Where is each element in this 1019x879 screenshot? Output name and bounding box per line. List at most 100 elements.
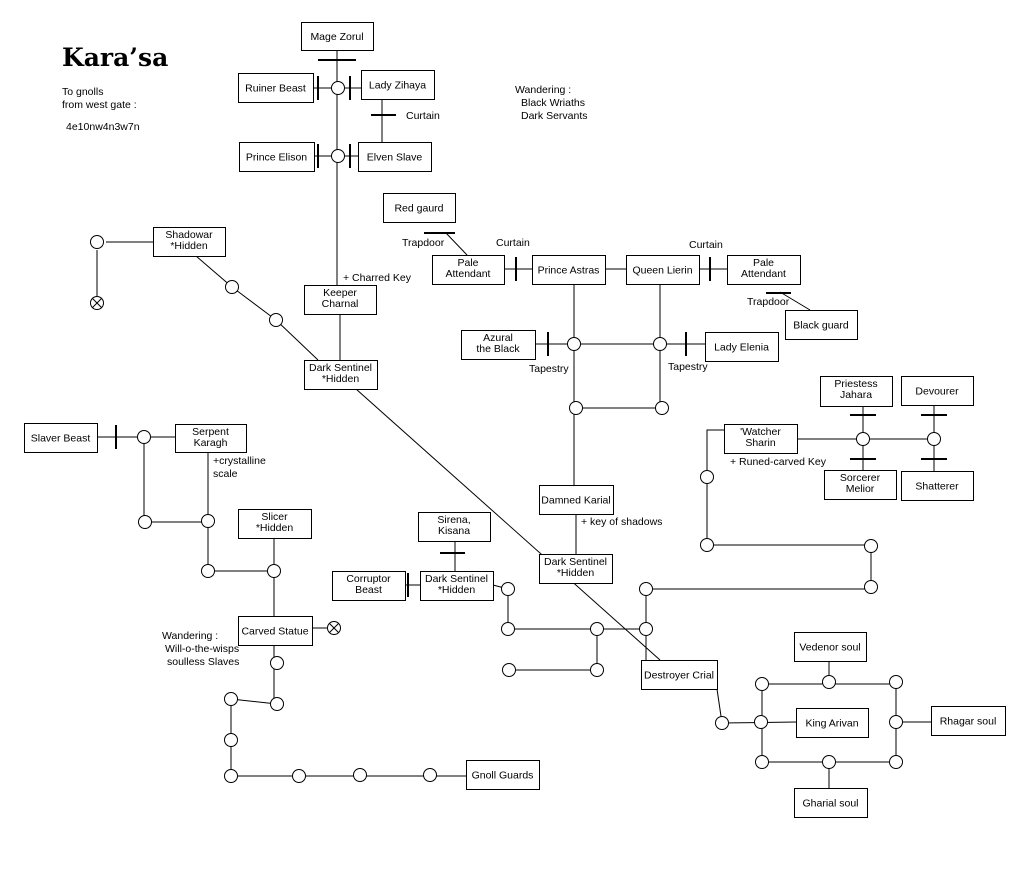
room-slaver-beast[interactable]: Slaver Beast — [24, 423, 98, 453]
note-crystalline-1: +crystalline — [213, 455, 266, 467]
room-red-gaurd[interactable]: Red gaurd — [383, 193, 456, 223]
junction-31 — [224, 769, 238, 783]
connection-9 — [275, 319, 319, 361]
map-junctions — [90, 81, 941, 783]
room-gnoll-guards[interactable]: Gnoll Guards — [466, 760, 540, 790]
room-box — [641, 660, 718, 690]
room-sirena-kisana[interactable]: Sirena,Kisana — [418, 512, 491, 542]
room-shatterer[interactable]: Shatterer — [901, 471, 974, 501]
junction-40 — [755, 755, 769, 769]
map-doors — [115, 59, 947, 597]
note-note-gnolls-2: from west gate : — [62, 99, 137, 111]
room-ruiner-beast[interactable]: Ruiner Beast — [238, 73, 314, 103]
room-damned-karial[interactable]: Damned Karial — [539, 485, 614, 515]
room-label: the Black — [476, 343, 520, 355]
junction-41 — [822, 755, 836, 769]
room-mage-zorul[interactable]: Mage Zorul — [301, 22, 374, 51]
room-destroyer-crial[interactable]: Destroyer Crial — [641, 660, 718, 690]
note-wandering-2-b: soulless Slaves — [167, 656, 239, 668]
room-box — [785, 310, 858, 340]
junction-22 — [501, 622, 515, 636]
room-box — [931, 706, 1006, 736]
room-label: Karagh — [194, 437, 228, 449]
junction-36 — [822, 675, 836, 689]
room-label: Keeper — [323, 287, 357, 299]
room-label: Azural — [483, 332, 513, 344]
junction-1 — [331, 149, 345, 163]
junction-43 — [715, 716, 729, 730]
room-prince-elison[interactable]: Prince Elison — [239, 142, 315, 172]
room-label: *Hidden — [438, 584, 476, 596]
junction-24 — [639, 622, 653, 636]
room-label: Sharin — [745, 437, 776, 449]
room-box — [724, 424, 798, 454]
room-label: Carved Statue — [241, 626, 308, 638]
room-lady-elenia[interactable]: Lady Elenia — [705, 332, 779, 362]
junction-23 — [590, 622, 604, 636]
room-label: Vedenor soul — [799, 642, 860, 654]
room-label: Red gaurd — [394, 203, 443, 215]
junction-14 — [856, 432, 870, 446]
note-wandering-1-a: Black Wriaths — [521, 97, 585, 109]
connection-27 — [230, 698, 278, 705]
junction-37 — [889, 675, 903, 689]
room-box — [418, 512, 491, 542]
junction-38 — [754, 715, 768, 729]
connection-47 — [706, 429, 724, 477]
room-box — [794, 788, 868, 818]
room-label: Charnal — [322, 298, 359, 310]
room-vedenor-soul[interactable]: Vedenor soul — [794, 632, 867, 662]
room-label: Slicer — [261, 511, 288, 523]
note-runed-key: + Runed-carved Key — [730, 456, 827, 468]
room-label: Gharial soul — [802, 798, 858, 810]
note-curtain-zihaya: Curtain — [406, 110, 440, 122]
room-box — [824, 470, 897, 500]
room-label: Queen Lierin — [632, 265, 692, 277]
room-label: *Hidden — [557, 567, 595, 579]
room-carved-statue[interactable]: Carved Statue — [238, 616, 313, 646]
note-wandering-2-h: Wandering : — [162, 630, 218, 642]
room-black-guard[interactable]: Black guard — [785, 310, 858, 340]
dead-end-marker-1 — [327, 621, 341, 635]
room-dark-sentinel-middle[interactable]: Dark Sentinel*Hidden — [420, 571, 494, 601]
junction-27 — [270, 656, 284, 670]
room-label: Sorcerer — [840, 472, 881, 484]
junction-30 — [224, 733, 238, 747]
room-label: *Hidden — [322, 373, 360, 385]
note-wandering-2-a: Will-o-the-wisps — [165, 643, 239, 655]
room-label: Prince Elison — [246, 152, 307, 164]
room-rhagar-soul[interactable]: Rhagar soul — [931, 706, 1006, 736]
room-queen-lierin[interactable]: Queen Lierin — [626, 255, 700, 285]
room-dark-sentinel-north[interactable]: Dark Sentinel*Hidden — [304, 360, 378, 390]
room-king-arivan[interactable]: King Arivan — [796, 708, 869, 738]
room-box — [901, 471, 974, 501]
connection-7 — [195, 255, 233, 288]
room-shadowar[interactable]: Shadowar*Hidden — [153, 227, 226, 257]
room-prince-astras[interactable]: Prince Astras — [532, 255, 606, 285]
note-trapdoor-west: Trapdoor — [402, 237, 445, 249]
room-label: Black guard — [793, 320, 849, 332]
junction-12 — [201, 564, 215, 578]
room-dark-sentinel-south[interactable]: Dark Sentinel*Hidden — [539, 554, 613, 584]
room-box — [238, 616, 313, 646]
junction-16 — [700, 470, 714, 484]
room-slicer[interactable]: Slicer*Hidden — [238, 509, 312, 539]
room-label: Shadowar — [165, 229, 213, 241]
junction-11 — [201, 514, 215, 528]
note-charred-key: + Charred Key — [343, 272, 412, 284]
room-gharial-soul[interactable]: Gharial soul — [794, 788, 868, 818]
room-elven-slave[interactable]: Elven Slave — [358, 142, 432, 172]
room-label: Shatterer — [915, 481, 959, 493]
room-devourer[interactable]: Devourer — [901, 376, 974, 406]
room-box — [153, 227, 226, 257]
room-lady-zihaya[interactable]: Lady Zihaya — [361, 70, 435, 100]
